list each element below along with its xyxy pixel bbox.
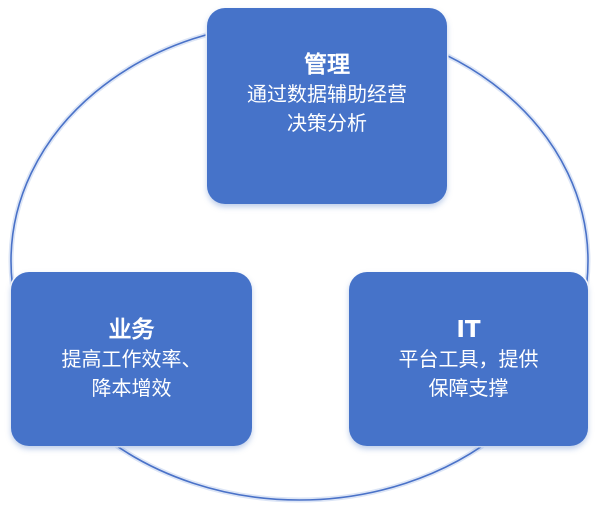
management-title: 管理 (304, 52, 350, 78)
business-description: 提高工作效率、 降本增效 (61, 347, 202, 400)
management-description: 通过数据辅助经营 决策分析 (247, 82, 407, 135)
it-title: IT (456, 317, 481, 343)
management-node: 管理 通过数据辅助经营 决策分析 (207, 8, 447, 204)
it-description: 平台工具，提供 保障支撑 (398, 347, 539, 400)
it-node: IT 平台工具，提供 保障支撑 (349, 272, 588, 446)
business-node: 业务 提高工作效率、 降本增效 (11, 272, 252, 446)
business-title: 业务 (108, 317, 155, 343)
